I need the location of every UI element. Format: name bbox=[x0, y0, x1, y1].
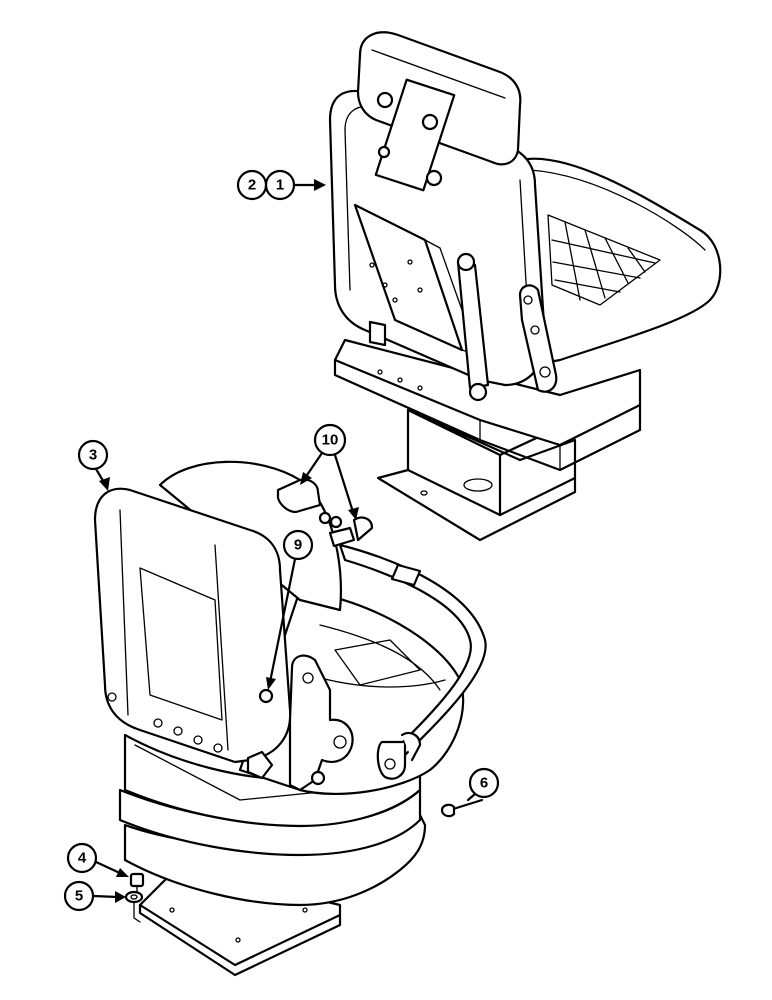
seat-belt-buckle bbox=[276, 478, 374, 548]
callout-10: 10 bbox=[300, 423, 359, 520]
callout-5-label: 5 bbox=[75, 888, 83, 905]
callout-1-label: 1 bbox=[276, 177, 284, 194]
callout-2-label: 2 bbox=[248, 177, 256, 194]
callout-3-label: 3 bbox=[89, 447, 97, 464]
callout-9-label: 9 bbox=[294, 537, 302, 554]
seat-belt bbox=[338, 543, 487, 780]
bolt-part bbox=[440, 798, 484, 818]
nut-part bbox=[258, 688, 274, 704]
callout-9: 9 bbox=[266, 529, 314, 690]
callout-5: 5 bbox=[63, 880, 126, 912]
callout-4: 4 bbox=[66, 842, 129, 877]
upper-seat-assembly bbox=[328, 31, 722, 542]
upper-seat-lever bbox=[368, 320, 387, 347]
callout-10-label: 10 bbox=[322, 432, 339, 449]
upper-seat-gas-strut bbox=[456, 252, 490, 402]
screw-part bbox=[129, 872, 145, 896]
callout-6: 6 bbox=[466, 767, 500, 802]
upper-seat-suspension bbox=[333, 338, 642, 472]
lower-seat-assembly bbox=[93, 460, 487, 977]
callout-4-label: 4 bbox=[78, 850, 87, 867]
upper-seat-side-bracket bbox=[518, 284, 558, 393]
upper-seat-cushion bbox=[508, 157, 722, 363]
callout-2: 2 bbox=[236, 169, 268, 201]
upper-seat-headrest bbox=[356, 31, 522, 192]
lower-seat-backrest bbox=[93, 487, 292, 764]
callout-1: 1 bbox=[264, 169, 326, 201]
callout-3: 3 bbox=[77, 439, 110, 491]
callout-6-label: 6 bbox=[480, 775, 488, 792]
lower-seat-side-bracket bbox=[246, 654, 354, 792]
